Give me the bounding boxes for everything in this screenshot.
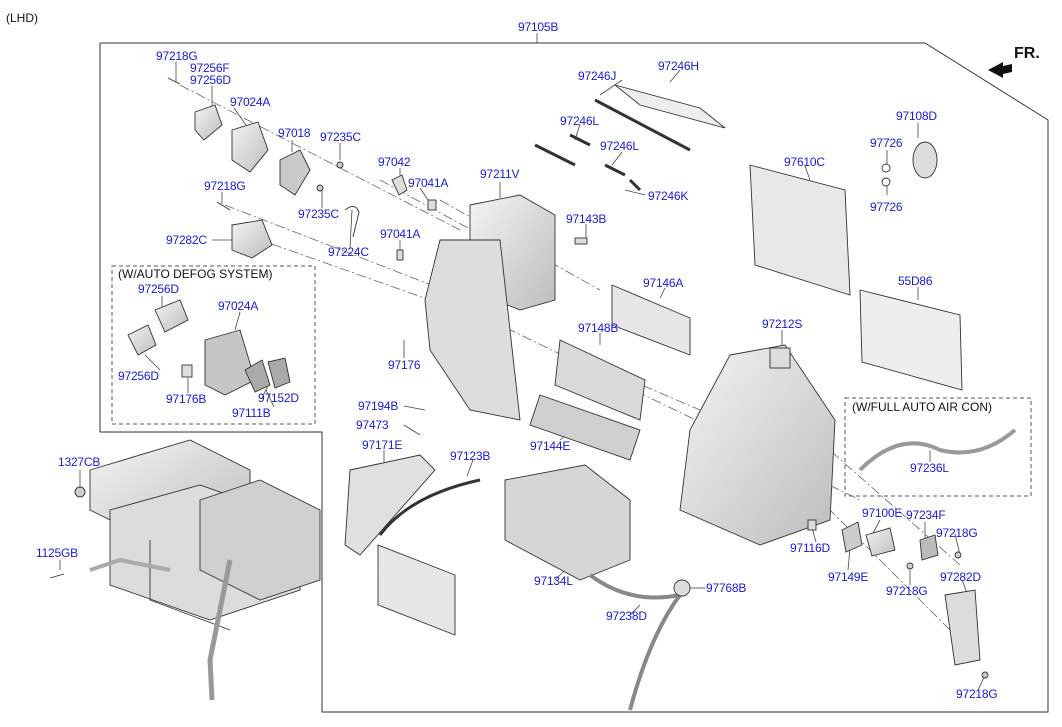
part-label[interactable]: 97042 [378, 155, 411, 169]
part-label[interactable]: 97610C [784, 155, 825, 169]
part-label[interactable]: 97282C [166, 233, 207, 247]
leader-lines [59, 33, 986, 691]
part-label[interactable]: 97134L [534, 574, 573, 588]
part-label[interactable]: 97111B [232, 406, 271, 420]
part-label[interactable]: 97768B [706, 581, 747, 595]
part-label[interactable]: 97218G [204, 179, 246, 193]
part-label[interactable]: 97018 [278, 126, 311, 140]
front-direction-label: FR. [1014, 45, 1040, 62]
part-label[interactable]: 97246L [560, 114, 599, 128]
lower-case [344, 454, 691, 711]
part-label[interactable]: 97235C [320, 130, 361, 144]
part-label[interactable]: 97256D [118, 369, 159, 383]
part-label[interactable]: 97218G [156, 49, 198, 63]
auto-defog-box [111, 265, 316, 425]
part-label[interactable]: 97256D [138, 282, 179, 296]
part-label[interactable]: 97024A [230, 95, 271, 109]
part-label[interactable]: 97100E [862, 506, 903, 520]
part-label[interactable]: 97726 [870, 200, 903, 214]
part-label[interactable]: 1125GB [36, 546, 78, 560]
part-label[interactable]: 97176 [388, 358, 421, 372]
lower-right-parts [807, 519, 989, 679]
part-label[interactable]: 97024A [218, 299, 259, 313]
part-label[interactable]: 97238D [606, 609, 647, 623]
part-label[interactable]: 97143B [566, 212, 607, 226]
front-arrow-icon [988, 62, 1012, 78]
evaporator-core [377, 141, 963, 636]
part-label[interactable]: 1327CB [58, 455, 101, 469]
filters [529, 84, 726, 461]
part-label[interactable]: 97146A [643, 276, 684, 290]
part-label[interactable]: 97105B [518, 20, 559, 34]
lhd-label: (LHD) [6, 11, 38, 25]
part-label[interactable]: 97149E [828, 570, 869, 584]
full-auto-group-label: (W/FULL AUTO AIR CON) [852, 400, 993, 414]
part-label[interactable]: 97473 [356, 418, 389, 432]
hvac-assembly-overview [49, 439, 321, 701]
part-label[interactable]: 97234F [906, 508, 946, 522]
auto-defog-group-label: (W/AUTO DEFOG SYSTEM) [118, 267, 273, 281]
part-label[interactable]: 97726 [870, 136, 903, 150]
defog-parts [127, 299, 291, 396]
part-label[interactable]: 55D86 [898, 274, 933, 288]
case-left-half [424, 194, 556, 421]
part-label[interactable]: 97282D [940, 570, 981, 584]
part-label[interactable]: 97152D [258, 391, 299, 405]
part-label[interactable]: 97194B [358, 399, 399, 413]
part-label[interactable]: 97108D [896, 109, 937, 123]
part-label[interactable]: 97218G [936, 526, 978, 540]
part-label[interactable]: 97041A [380, 227, 421, 241]
part-label[interactable]: 97246K [648, 189, 689, 203]
part-label[interactable]: 97218G [956, 687, 998, 701]
part-label[interactable]: 97246L [600, 139, 639, 153]
case-right-half [679, 344, 836, 546]
part-label[interactable]: 97224C [328, 245, 369, 259]
part-label[interactable]: 97116D [790, 541, 830, 555]
actuator-parts [167, 77, 437, 261]
part-label[interactable]: 97171E [362, 438, 403, 452]
full-auto-box [844, 397, 1032, 497]
part-label[interactable]: 97041A [408, 176, 449, 190]
assembly-frame [99, 42, 1049, 713]
part-label[interactable]: 97218G [886, 584, 928, 598]
part-label[interactable]: 97256D [190, 73, 231, 87]
part-label[interactable]: 97123B [450, 449, 491, 463]
part-label[interactable]: 97236L [910, 461, 949, 475]
part-label[interactable]: 97256F [190, 61, 230, 75]
part-label[interactable]: 97246H [658, 59, 699, 73]
part-label[interactable]: 97176B [166, 392, 207, 406]
part-label[interactable]: 97144E [530, 439, 571, 453]
part-label[interactable]: 97211V [480, 167, 520, 181]
part-label[interactable]: 97246J [578, 69, 617, 83]
part-label[interactable]: 97235C [298, 207, 339, 221]
part-label[interactable]: 97148B [578, 321, 619, 335]
part-label[interactable]: 97212S [762, 317, 803, 331]
full-auto-hose [858, 428, 1017, 472]
